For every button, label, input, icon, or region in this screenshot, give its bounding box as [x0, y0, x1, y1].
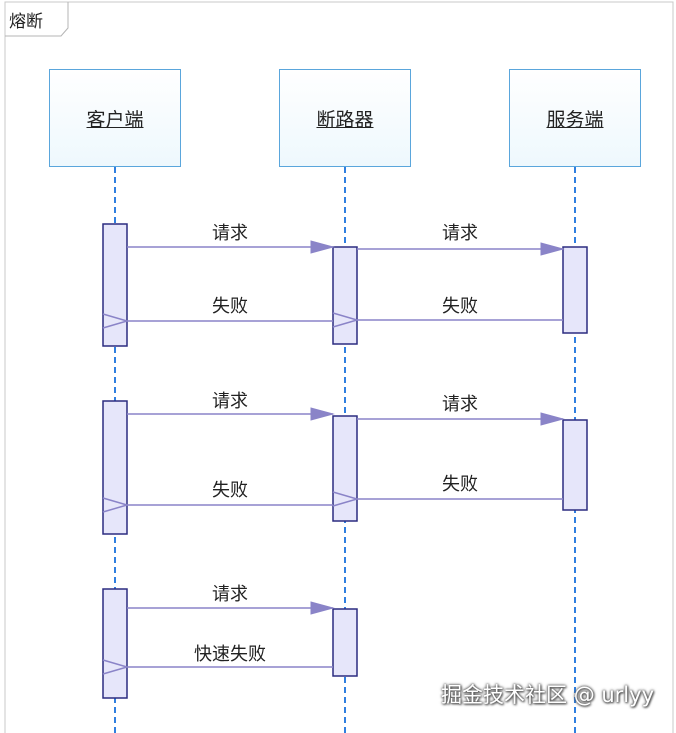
arrowhead-filled [310, 601, 335, 615]
watermark: 掘金技术社区 @ urlyy [441, 683, 654, 707]
message-label: 失败 [212, 296, 248, 317]
participant-label: 服务端 [546, 108, 604, 131]
activation-bar-server [562, 419, 588, 511]
arrowhead-filled [310, 240, 335, 254]
message-label: 请求 [442, 223, 478, 244]
arrowhead-filled [540, 242, 565, 256]
message-label: 请求 [212, 584, 248, 605]
participant-label: 客户端 [86, 108, 144, 131]
participant-server: 服务端 [509, 69, 641, 167]
message-label: 失败 [442, 296, 478, 317]
message-label: 请求 [442, 394, 478, 415]
activation-bar-server [562, 246, 588, 334]
message-label: 请求 [212, 223, 248, 244]
message-label: 请求 [212, 391, 248, 412]
message-label: 失败 [212, 480, 248, 501]
arrowhead-open [102, 659, 130, 675]
participant-client: 客户端 [49, 69, 181, 167]
activation-bar-client [102, 400, 128, 535]
activation-bar-breaker [332, 246, 358, 345]
activation-bar-breaker [332, 608, 358, 677]
activation-bar-breaker [332, 415, 358, 522]
arrowhead-open [102, 313, 130, 329]
arrowhead-open [332, 491, 360, 507]
arrowhead-filled [310, 407, 335, 421]
arrowhead-open [332, 312, 360, 328]
activation-bar-client [102, 223, 128, 347]
participant-breaker: 断路器 [279, 69, 411, 167]
message-label: 失败 [442, 474, 478, 495]
activation-bar-client [102, 588, 128, 699]
frame-title: 熔断 [9, 12, 43, 32]
arrowhead-open [102, 497, 130, 513]
arrowhead-filled [540, 412, 565, 426]
participant-label: 断路器 [316, 108, 374, 131]
message-label: 快速失败 [194, 644, 266, 665]
